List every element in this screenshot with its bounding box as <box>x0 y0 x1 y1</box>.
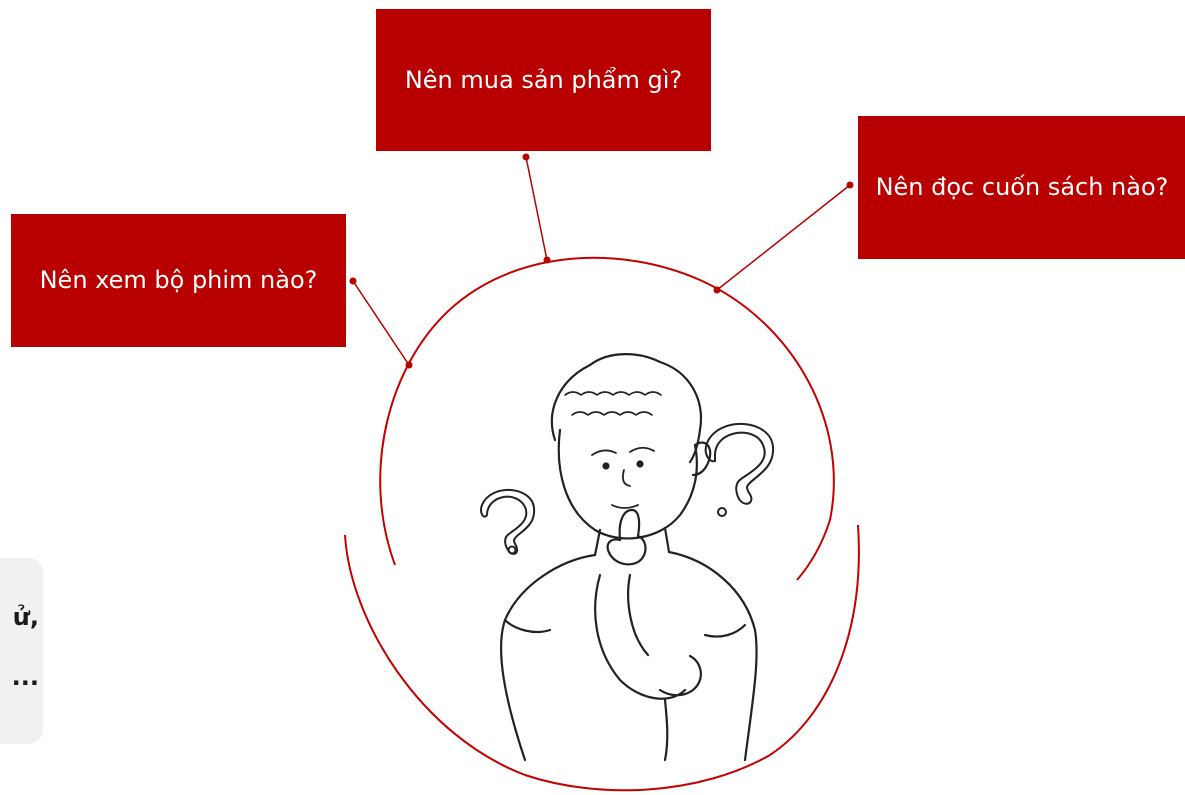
side-note-card: ử, ... <box>0 558 43 744</box>
face <box>559 430 697 538</box>
question-box-product: Nên mua sản phẩm gì? <box>376 9 711 151</box>
question-mark-left-icon <box>481 490 534 554</box>
connector-movie <box>350 278 413 369</box>
connector-product <box>523 154 551 264</box>
side-note-line-2: ... <box>12 663 39 691</box>
ring-inner-arc <box>380 258 834 580</box>
connector-book <box>714 182 854 294</box>
torso <box>501 555 595 760</box>
question-box-book: Nên đọc cuốn sách nào? <box>858 116 1185 259</box>
question-product-text: Nên mua sản phẩm gì? <box>405 64 682 96</box>
thinking-person-illustration <box>501 354 756 760</box>
question-box-movie: Nên xem bộ phim nào? <box>11 214 346 347</box>
hair <box>552 354 701 462</box>
question-movie-text: Nên xem bộ phim nào? <box>40 264 318 296</box>
question-book-text: Nên đọc cuốn sách nào? <box>876 171 1169 203</box>
side-note-line-1: ử, <box>13 603 39 631</box>
ring-outer-arc <box>345 525 859 790</box>
question-mark-right-icon <box>706 424 773 516</box>
